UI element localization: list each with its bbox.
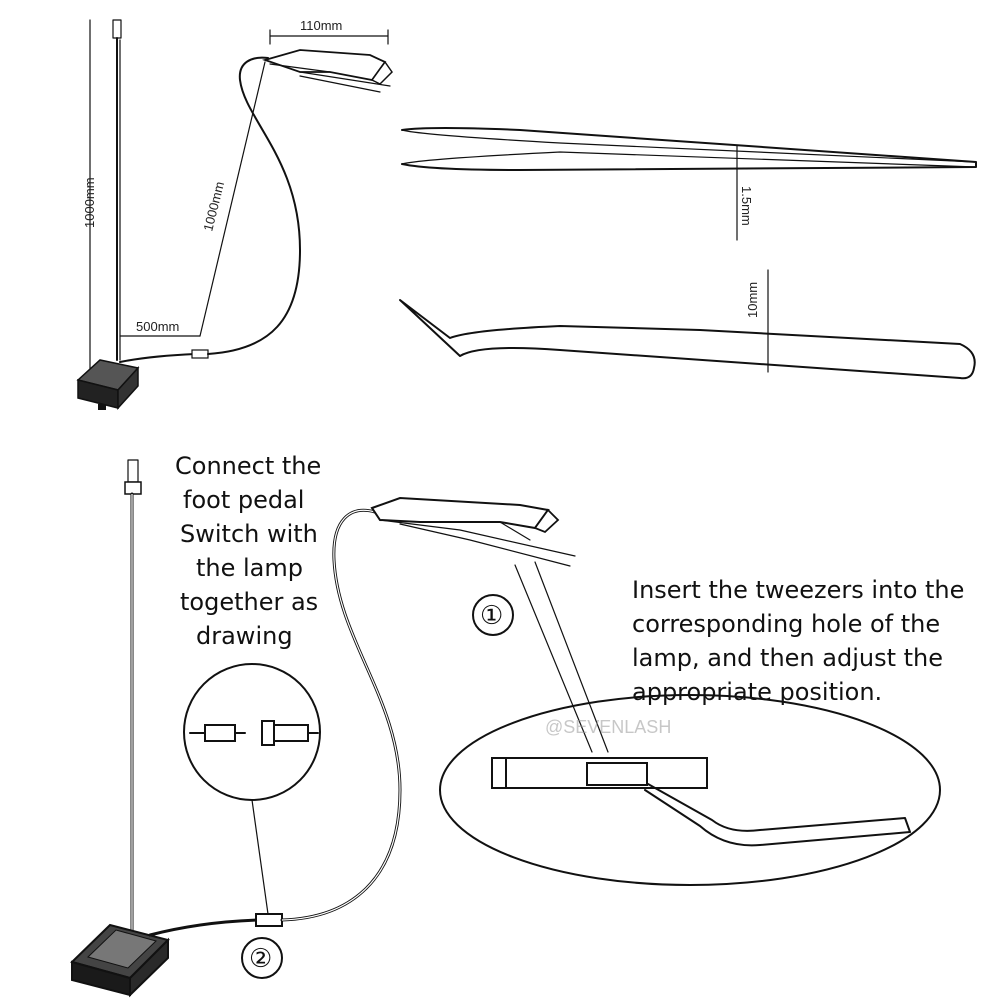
- step1-label: ①: [480, 601, 503, 631]
- cable-connector-large: [255, 913, 283, 927]
- bottom-lamp-drawing: [70, 459, 941, 998]
- insert-line-1: Insert the tweezers into the: [632, 576, 964, 604]
- cable-length-label: 1000mm: [200, 180, 227, 233]
- callout-line-a: [514, 564, 593, 753]
- step1-marker: [472, 594, 514, 636]
- cable-length-dim-line: [199, 61, 266, 337]
- connect-instruction: Connect the foot pedal Switch with the l…: [175, 452, 321, 650]
- connect-line-1: Connect the: [175, 452, 321, 480]
- pedal-cable-large: [148, 918, 260, 937]
- foot-pedal-large: [70, 923, 170, 998]
- pole-height-label: 1000mm: [82, 177, 97, 228]
- tip-gap-label: 1.5mm: [739, 186, 754, 226]
- step2-label: ②: [249, 944, 272, 974]
- usb-plug-icon: [112, 19, 122, 39]
- tweezers-side-view: 10mm: [399, 269, 976, 380]
- body-width-label: 10mm: [745, 282, 760, 318]
- zoom-leader-line: [251, 799, 269, 915]
- connect-line-4: the lamp: [196, 554, 303, 582]
- insert-line-2: corresponding hole of the: [632, 610, 940, 638]
- connector-detail-icon: [189, 720, 319, 746]
- connect-line-2: foot pedal: [183, 486, 304, 514]
- connect-line-3: Switch with: [180, 520, 318, 548]
- callout-line-b: [534, 561, 609, 753]
- insert-instruction: Insert the tweezers into the correspondi…: [632, 576, 964, 706]
- insert-line-4: appropriate position.: [632, 678, 882, 706]
- pedal-cable-label: 500mm: [136, 319, 179, 334]
- lamp-width-label: 110mm: [300, 18, 342, 33]
- top-lamp-drawing: 1000mm 500mm 1000mm 110mm: [76, 18, 393, 410]
- connect-line-6: drawing: [196, 622, 293, 650]
- insert-line-3: lamp, and then adjust the: [632, 644, 943, 672]
- usb-plug-large-icon: [127, 459, 139, 483]
- insert-zoom-ellipse: [439, 694, 941, 886]
- step2-marker: [241, 937, 283, 979]
- lamp-head-small: [261, 49, 393, 93]
- foot-pedal-small: [76, 359, 140, 410]
- connect-line-5: together as: [180, 588, 318, 616]
- tweezers-insert-detail: [491, 757, 911, 847]
- watermark: @SEVENLASH: [545, 717, 671, 737]
- cable-connector-small: [191, 349, 209, 359]
- lamp-cable-small: [207, 56, 301, 355]
- lamp-head-large: [370, 496, 576, 567]
- tweezers-top-view: 1.5mm: [401, 127, 977, 241]
